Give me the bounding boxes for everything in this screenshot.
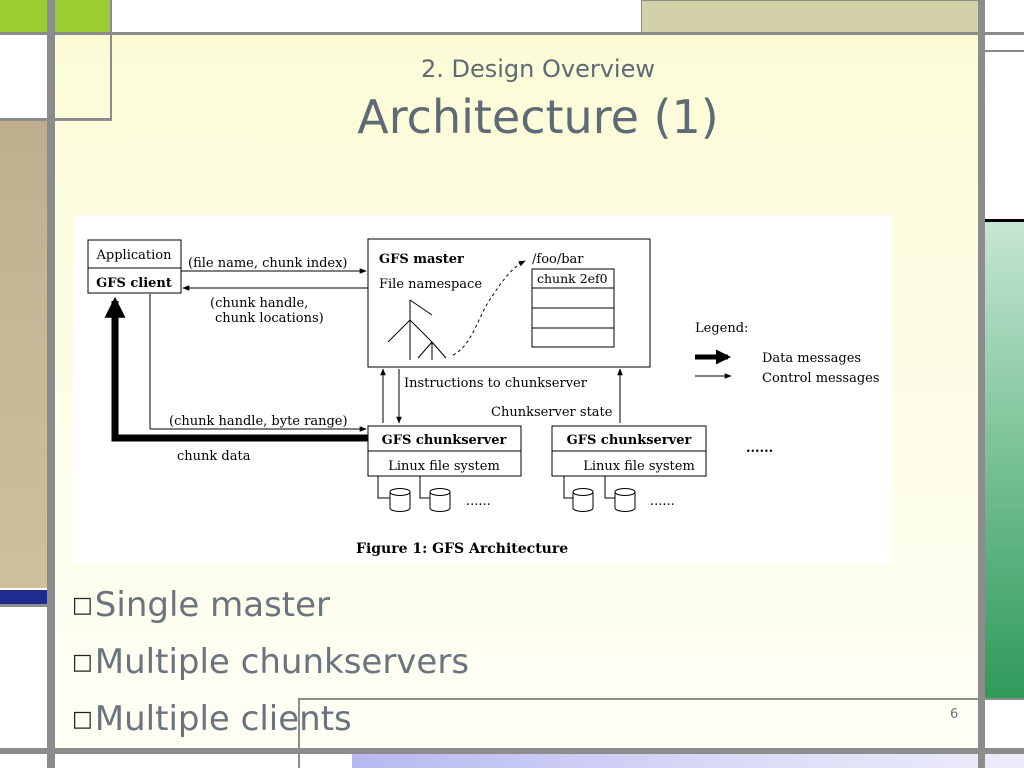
frame-line [298,698,1024,700]
left-tan-block [0,121,47,588]
page-number: 6 [950,707,959,722]
namespace-tree-icon [387,299,447,360]
chunkserver-box-1: GFS chunkserver Linux file system [367,425,522,477]
bullet-marker-icon: □ [72,650,93,675]
slide-title: Architecture (1) [357,90,719,144]
chunkserver-title: GFS chunkserver [382,433,507,448]
bullet-marker-icon: □ [72,593,93,618]
top-left-lime-block [0,0,110,32]
frame-line [985,50,1024,52]
legend-title: Legend: [695,321,748,336]
request-label: (file name, chunk index) [188,256,348,271]
byte-range-label: (chunk handle, byte range) [169,414,348,429]
application-client-box: Application GFS client [87,239,182,294]
chunk-data-label: chunk data [177,449,251,464]
gfs-architecture-diagram: Application GFS client (file name, chunk… [87,238,880,557]
bullet-item: □Multiple chunkservers [72,642,469,682]
top-right-olive-block [641,0,980,34]
section-title: 2. Design Overview [420,55,655,83]
namespace-label: File namespace [379,277,482,292]
architecture-figure: Application GFS client (file name, chunk… [73,215,892,564]
bullet-text: Multiple chunkservers [94,642,470,682]
bullet-text: Single master [94,585,331,625]
frame-line [0,748,1024,754]
chunk-table: chunk 2ef0 [531,268,615,348]
bullet-text: Multiple clients [94,699,352,739]
state-label: Chunkserver state [491,405,613,420]
path-label: /foo/bar [532,252,584,267]
frame-line [110,0,112,118]
bullet-item: □Single master [72,585,330,625]
bullet-item: □Multiple clients [72,699,352,739]
frame-line [978,0,985,768]
chunk-data-arrow [104,296,368,442]
disk-ellipsis-1: ...... [466,494,491,509]
chunk-label: chunk 2ef0 [537,271,608,286]
left-navy-block [0,590,47,604]
figure-caption: Figure 1: GFS Architecture [356,541,568,557]
frame-line [0,118,112,121]
legend: Legend: Data messages Control messages [695,321,880,386]
reply-label-line1: (chunk handle, [210,296,308,311]
chunkserver-title: GFS chunkserver [567,433,692,448]
frame-line [0,32,1024,35]
frame-line [0,604,47,607]
linux-fs-label: Linux file system [388,459,500,474]
right-black-line [982,219,1024,222]
master-title: GFS master [379,252,464,267]
frame-line [298,698,300,768]
legend-control-label: Control messages [762,371,880,386]
disk-icons-2 [563,476,636,512]
disk-ellipsis-2: ...... [650,494,675,509]
gfs-master-box: GFS master File namespace /foo/bar chunk… [367,238,651,368]
frame-line [47,0,55,768]
chunkserver-box-2: GFS chunkserver Linux file system [551,425,707,477]
more-chunkservers-ellipsis: ...... [746,441,773,456]
path-pointer-arrow [452,260,526,356]
application-label: Application [96,248,173,263]
disk-icons-1 [377,476,451,512]
reply-label-line2: chunk locations) [215,311,324,326]
linux-fs-label: Linux file system [583,459,695,474]
gfs-client-label: GFS client [96,276,172,291]
instructions-label: Instructions to chunkserver [404,376,588,391]
legend-data-label: Data messages [762,351,861,366]
right-green-block [985,222,1024,698]
bullet-marker-icon: □ [72,707,93,732]
bottom-lavender-strip [352,754,1024,768]
